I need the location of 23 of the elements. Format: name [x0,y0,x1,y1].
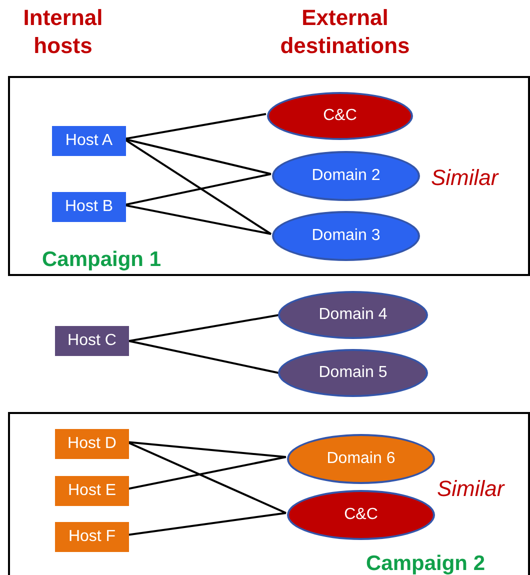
annotation-text: Similar [437,475,504,503]
column-heading: External destinations [279,4,411,60]
host-box: Host C [55,326,129,356]
group-title: Campaign 1 [42,247,162,273]
destination-ellipse: Domain 3 [272,211,420,261]
destination-ellipse: Domain 5 [278,349,428,397]
annotation-text: Similar [431,164,498,192]
connector-line [128,340,280,374]
group-frame [8,76,530,276]
host-box: Host A [52,126,126,156]
destination-ellipse: C&C [267,92,413,140]
host-box: Host E [55,476,129,506]
destination-ellipse: C&C [287,490,435,540]
connector-line [128,314,280,342]
group-frame [8,412,530,575]
group-title: Campaign 2 [366,551,486,575]
host-box: Host F [55,522,129,552]
column-heading: Internal hosts [22,4,104,60]
host-box: Host B [52,192,126,222]
destination-ellipse: Domain 2 [272,151,420,201]
destination-ellipse: Domain 6 [287,434,435,484]
host-box: Host D [55,429,129,459]
destination-ellipse: Domain 4 [278,291,428,339]
